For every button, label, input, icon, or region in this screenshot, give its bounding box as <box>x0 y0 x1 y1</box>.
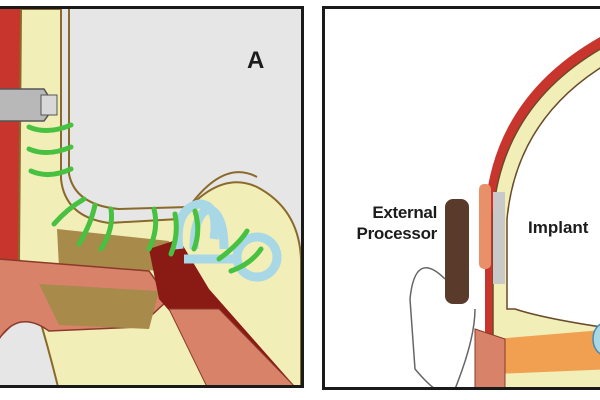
panel-label: A <box>247 47 265 74</box>
outer-ear-outline <box>409 267 476 387</box>
external-processor-label: External Processor <box>355 202 438 244</box>
head-cross-section-illustration <box>409 36 600 387</box>
ear-canal-upper <box>57 229 169 271</box>
external-processor-device <box>445 199 469 304</box>
implant-device <box>493 192 505 284</box>
tissue <box>474 328 506 387</box>
implant-label: Implant <box>528 218 589 237</box>
device-tip <box>40 94 58 116</box>
external-processor-line2: Processor <box>356 224 438 243</box>
throat-tissue <box>168 308 294 385</box>
temporal-bone <box>495 330 600 374</box>
ear-anatomy-illustration <box>0 9 301 385</box>
panel-a-bone-conduction: A <box>0 6 304 388</box>
panel-b-cochlear-implant: External Processor Implant <box>322 6 600 390</box>
sound-waves <box>26 122 264 274</box>
cochlea <box>592 323 600 355</box>
bone-edge <box>68 9 258 211</box>
middle-ear-cavity <box>39 284 159 329</box>
external-processor-line1: External <box>372 203 437 222</box>
receiver-skin-pad <box>479 184 491 269</box>
brain-cavity <box>506 67 600 328</box>
